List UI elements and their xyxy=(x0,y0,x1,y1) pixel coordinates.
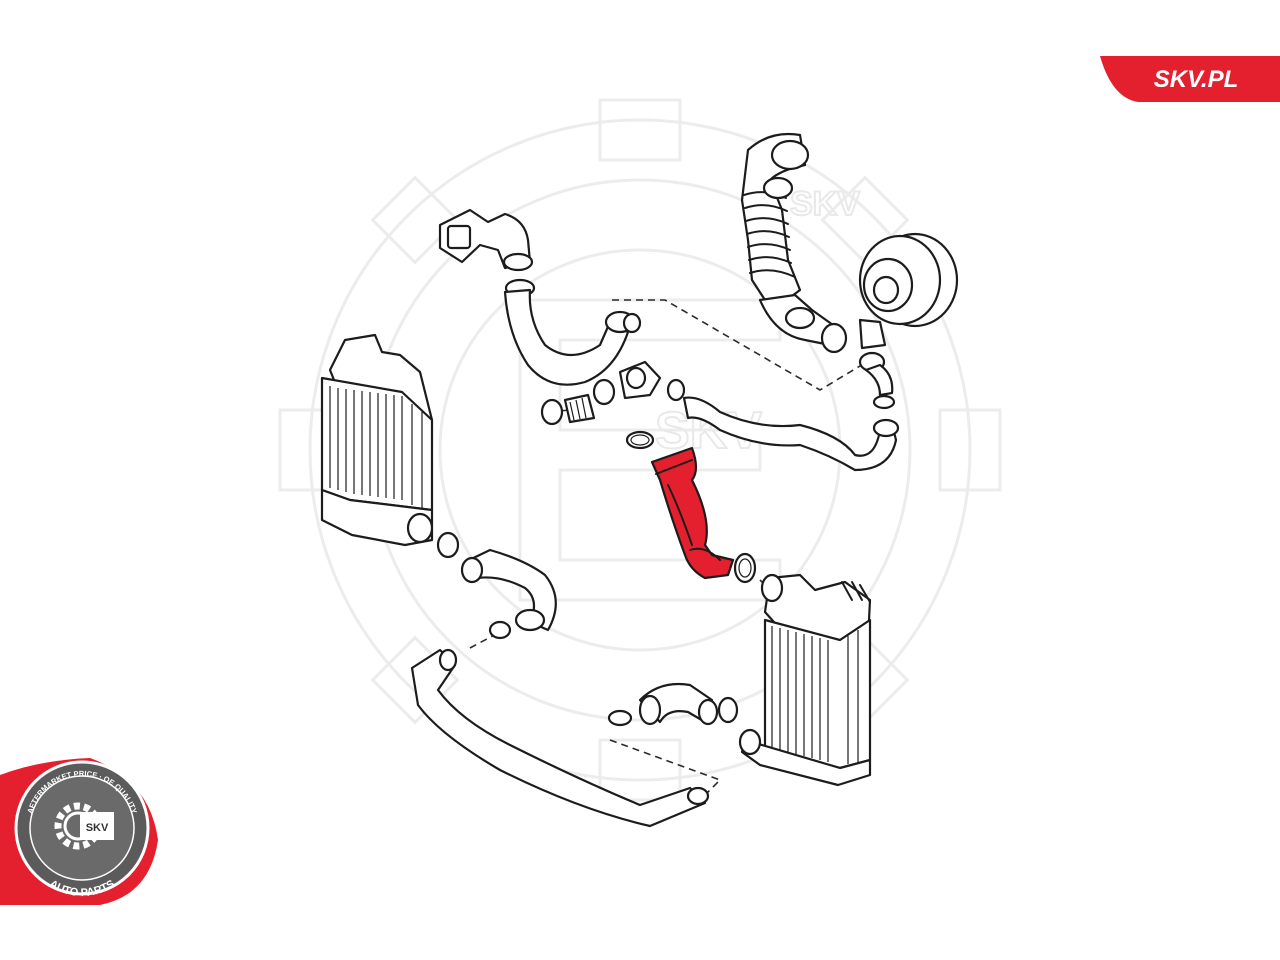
intercooler-right xyxy=(738,573,872,787)
long-return-pipe xyxy=(682,396,900,472)
hose-clamp-bottom xyxy=(733,552,757,584)
site-badge: SKV.PL xyxy=(1100,56,1280,102)
lower-crossover-pipe xyxy=(410,648,710,828)
intercooler-elbow-hose xyxy=(607,682,739,727)
brand-seal: AFTERMARKET PRICE · OE QUALITY AUTO PART… xyxy=(0,758,158,905)
turbocharger xyxy=(858,232,959,410)
site-badge-label: SKV.PL xyxy=(1154,66,1238,93)
highlighted-hose-body xyxy=(650,446,735,580)
short-elbow-hose xyxy=(460,548,557,640)
charge-air-hose-highlighted xyxy=(650,446,735,580)
hose-clamp-top xyxy=(625,430,655,450)
site-badge-shape xyxy=(1100,56,1280,102)
small-connectors xyxy=(540,360,686,426)
seal-label-plate xyxy=(80,812,114,840)
intake-elbow xyxy=(438,208,536,298)
intercooler-left xyxy=(320,333,460,559)
seal-center-text: SKV xyxy=(86,822,109,834)
air-filter-bellows xyxy=(740,132,848,354)
upper-charge-pipe xyxy=(503,288,642,386)
watermark-label-small: SKV xyxy=(790,185,860,223)
